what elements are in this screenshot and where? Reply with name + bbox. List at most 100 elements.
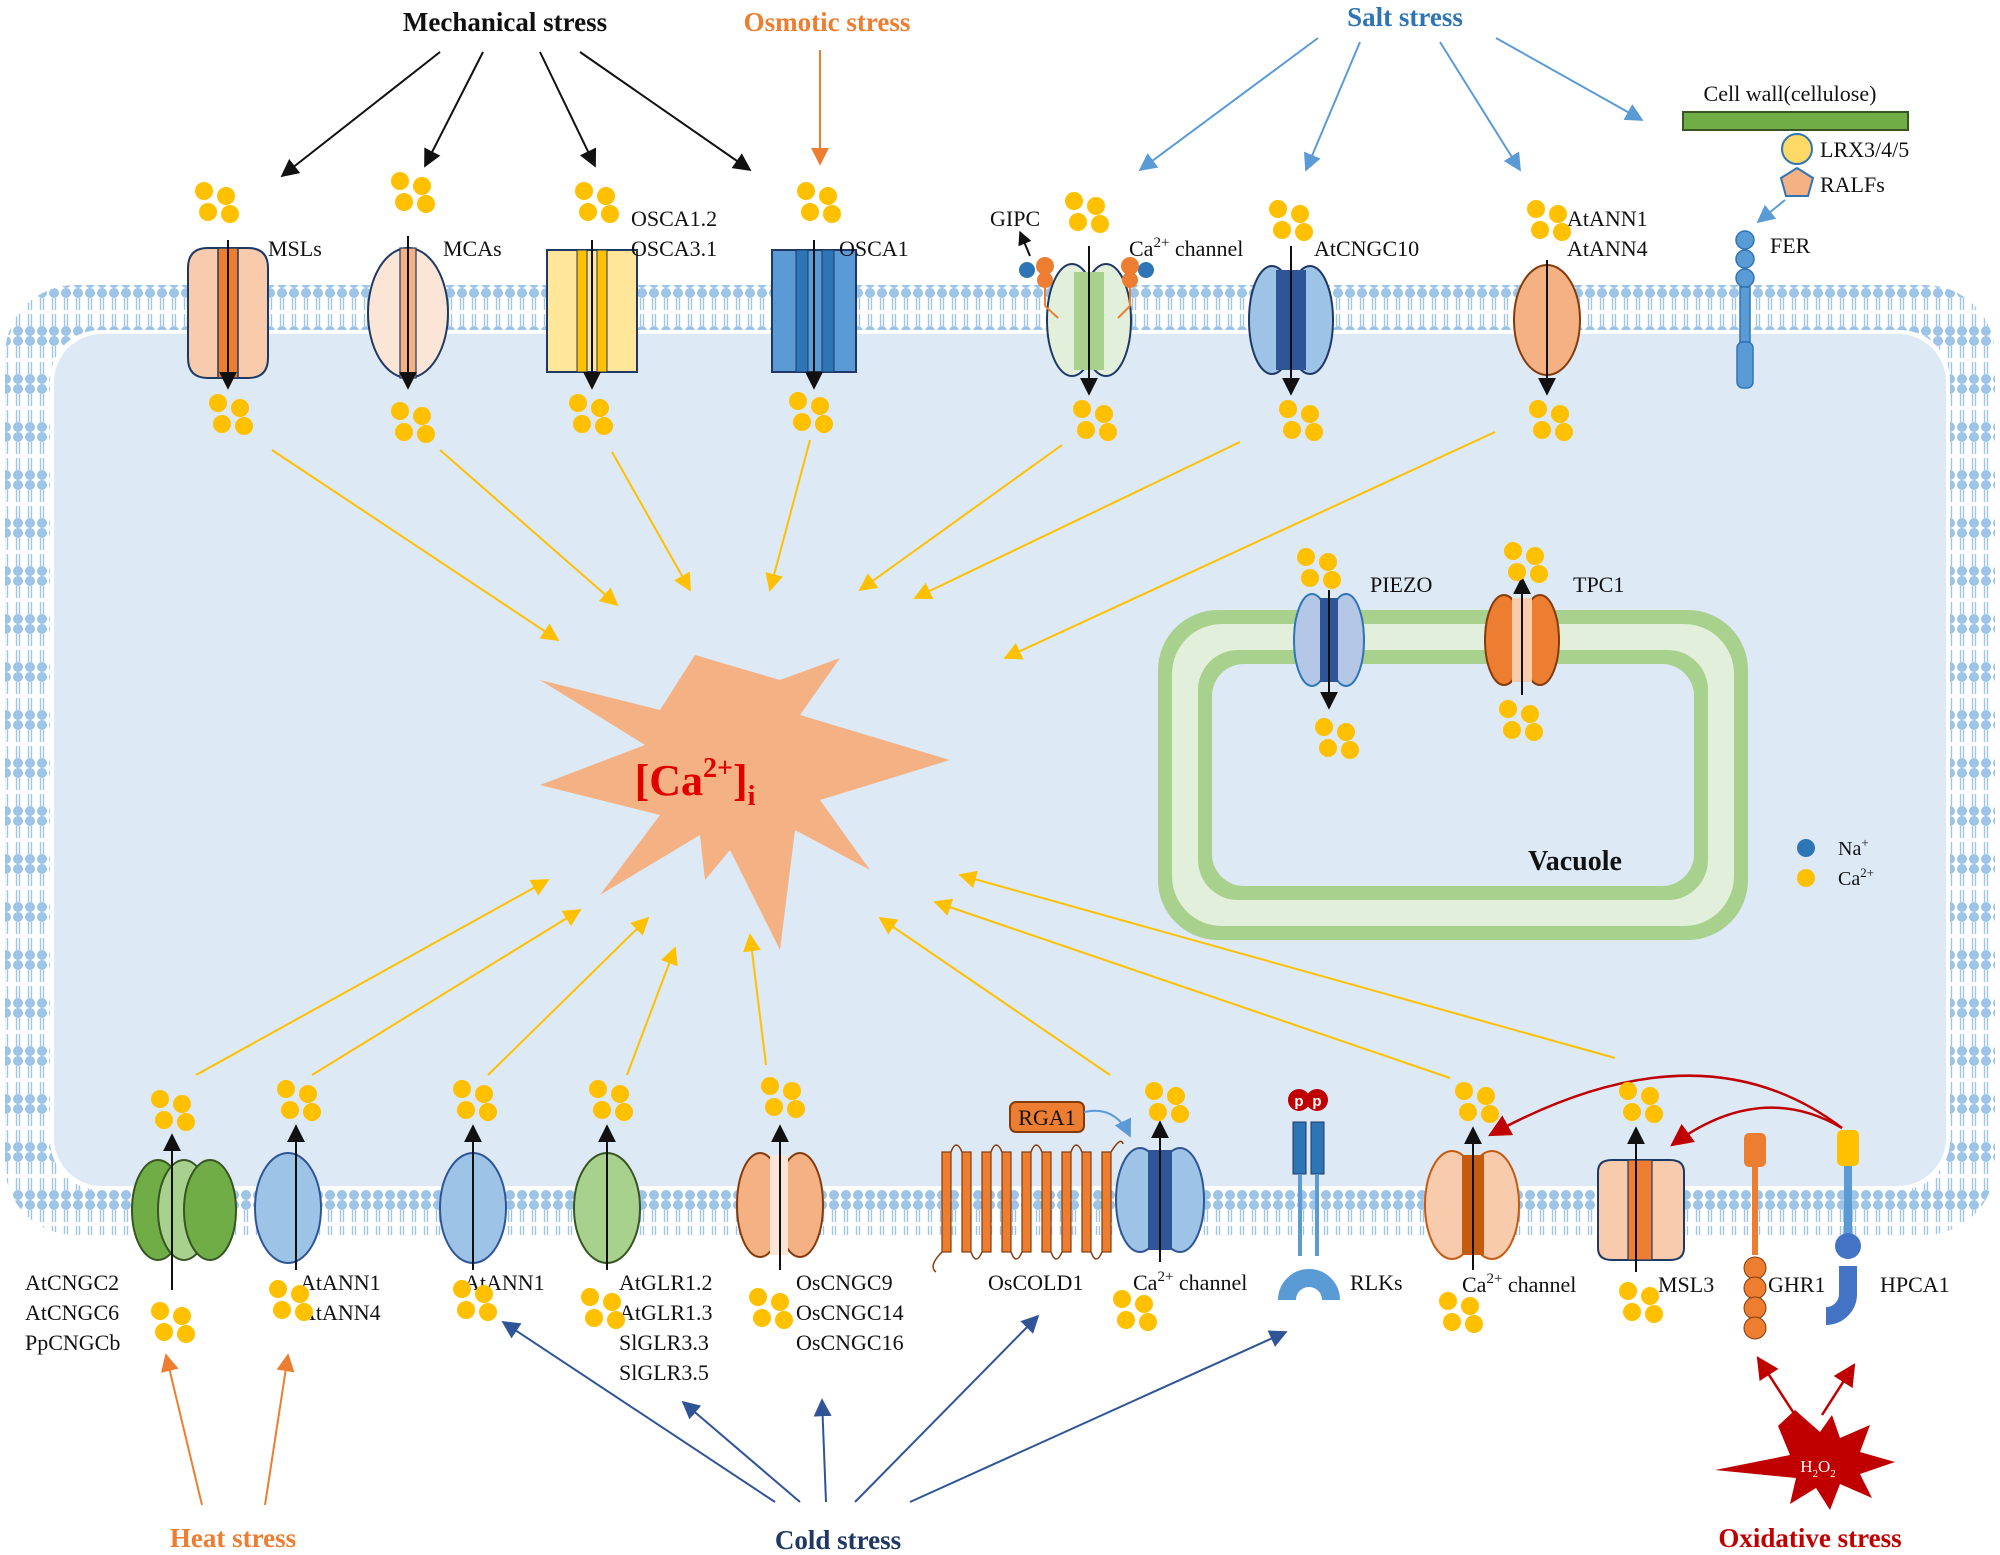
osca31-label: OSCA3.1 [631, 236, 717, 261]
fer-receptor-icon [1735, 230, 1755, 389]
calcium-ion-icon [457, 1301, 475, 1319]
mcas-channel [367, 236, 449, 390]
calcium-ion-icon [1273, 221, 1291, 239]
calcium-ion-icon [1091, 215, 1109, 233]
h2o2-label: H2O2 [1800, 1457, 1836, 1480]
cold-ca-channel-pre: Ca [1133, 1270, 1158, 1295]
calcium-ion-icon [213, 415, 231, 433]
gipc-ca-channel [1046, 246, 1132, 396]
calcium-ion-icon [1553, 223, 1571, 241]
calcium-ion-icon [1525, 723, 1543, 741]
calcium-ion-icon [1139, 1313, 1157, 1331]
calcium-ion-icon [1301, 405, 1319, 423]
calcium-ion-icon [819, 187, 837, 205]
calcium-ion-icon [1459, 1103, 1477, 1121]
calcium-ion-icon [1619, 1082, 1637, 1100]
calcium-ion-icon [1167, 1087, 1185, 1105]
calcium-ion-icon [783, 1082, 801, 1100]
calcium-ion-icon [1623, 1103, 1641, 1121]
calcium-ion-icon [1526, 547, 1544, 565]
calcium-ion-icon [1443, 1313, 1461, 1331]
ralfs-label: RALFs [1820, 172, 1885, 197]
calcium-ion-icon [611, 1085, 629, 1103]
calcium-ion-icon [173, 1307, 191, 1325]
heat-atann1-label: AtANN1 [300, 1270, 381, 1295]
calcium-superscript: 2+ [703, 753, 733, 784]
calcium-ion-icon [1527, 200, 1545, 218]
oxidative-ca-channel-sup: 2+ [1486, 1271, 1502, 1287]
cytosolic-calcium-label: [Ca2+]i [635, 753, 756, 812]
ralf-to-fer-arrow [1756, 199, 1786, 224]
calcium-ion-icon [273, 1301, 291, 1319]
hpca1-label: HPCA1 [1880, 1272, 1950, 1297]
atcngc10-label: AtCNGC10 [1314, 236, 1419, 261]
glr-channel [573, 1124, 641, 1270]
calcium-legend-pre: Ca [1838, 868, 1860, 890]
calcium-ion-icon [413, 177, 431, 195]
rlks-label: RLKs [1350, 1270, 1403, 1295]
calcium-bracket-open: [Ca [635, 756, 703, 805]
calcium-ion-icon [281, 1101, 299, 1119]
heat-atann4-label: AtANN4 [300, 1300, 381, 1325]
calcium-ion-icon [1341, 741, 1359, 759]
calcium-ion-icon [603, 1293, 621, 1311]
osca1-label: OSCA1 [839, 236, 909, 261]
fer-label: FER [1770, 233, 1811, 258]
calcium-ion-icon [793, 413, 811, 431]
calcium-ion-icon [581, 1288, 599, 1306]
oscold1-protein [932, 1140, 1124, 1273]
calcium-ion-icon [1069, 213, 1087, 231]
calcium-ion-icon [1113, 1290, 1131, 1308]
calcium-ion-icon [217, 187, 235, 205]
oscngc-channel [736, 1124, 824, 1270]
calcium-ion-icon [607, 1311, 625, 1329]
calcium-subscript: i [748, 781, 756, 812]
oscngc9-label: OsCNGC9 [796, 1270, 893, 1295]
calcium-ion-icon [299, 1085, 317, 1103]
cold-ca-channel-sup: 2+ [1157, 1269, 1173, 1285]
calcium-ion-icon [1065, 192, 1083, 210]
heat-ann-channel [254, 1124, 322, 1270]
sodium-legend-pre: Na [1838, 838, 1861, 860]
calcium-ion-icon [1171, 1105, 1189, 1123]
calcium-ion-icon [1623, 1303, 1641, 1321]
calcium-ion-icon [1295, 223, 1313, 241]
piezo-channel [1293, 590, 1365, 710]
calcium-ion-icon [589, 1080, 607, 1098]
calcium-ion-icon [1319, 739, 1337, 757]
calcium-ion-icon [823, 205, 841, 223]
gipc-label: GIPC [990, 206, 1040, 231]
calcium-ion-icon [295, 1303, 313, 1321]
cold-ca-channel [1115, 1120, 1205, 1262]
calcium-ion-icon [1529, 400, 1547, 418]
calcium-ion-icon [457, 1101, 475, 1119]
top-atann4-label: AtANN4 [1567, 236, 1648, 261]
rlks-receptor-icon [1278, 1089, 1340, 1301]
calcium-ion-icon [1297, 548, 1315, 566]
calcium-ion-icon [579, 203, 597, 221]
cold-stress-label: Cold stress [775, 1525, 901, 1555]
msl3-channel [1597, 1126, 1685, 1272]
calcium-ion-icon [775, 1311, 793, 1329]
calcium-ion-icon [199, 203, 217, 221]
calcium-ion-icon [1319, 553, 1337, 571]
calcium-ion-icon [1283, 421, 1301, 439]
h2o2-pre: H [1800, 1457, 1812, 1476]
calcium-ion-icon [615, 1103, 633, 1121]
h2o2-arrows [1756, 1356, 1856, 1416]
calcium-ion-icon [173, 1095, 191, 1113]
ppcngcb-label: PpCNGCb [25, 1330, 120, 1355]
calcium-ion-icon [573, 415, 591, 433]
hpca1-receptor-icon [1825, 1130, 1861, 1325]
cytosolic-calcium-burst [540, 655, 950, 950]
piezo-label: PIEZO [1370, 572, 1432, 597]
calcium-ion-icon [1531, 221, 1549, 239]
calcium-ion-icon [479, 1103, 497, 1121]
calcium-ion-icon [1145, 1082, 1163, 1100]
calcium-ion-icon [749, 1288, 767, 1306]
msls-channel [187, 240, 269, 390]
calcium-ion-icon [277, 1080, 295, 1098]
lrx-label: LRX3/4/5 [1820, 137, 1909, 162]
rlk-phospho-2: p [1312, 1093, 1321, 1110]
calcium-ion-icon [413, 407, 431, 425]
